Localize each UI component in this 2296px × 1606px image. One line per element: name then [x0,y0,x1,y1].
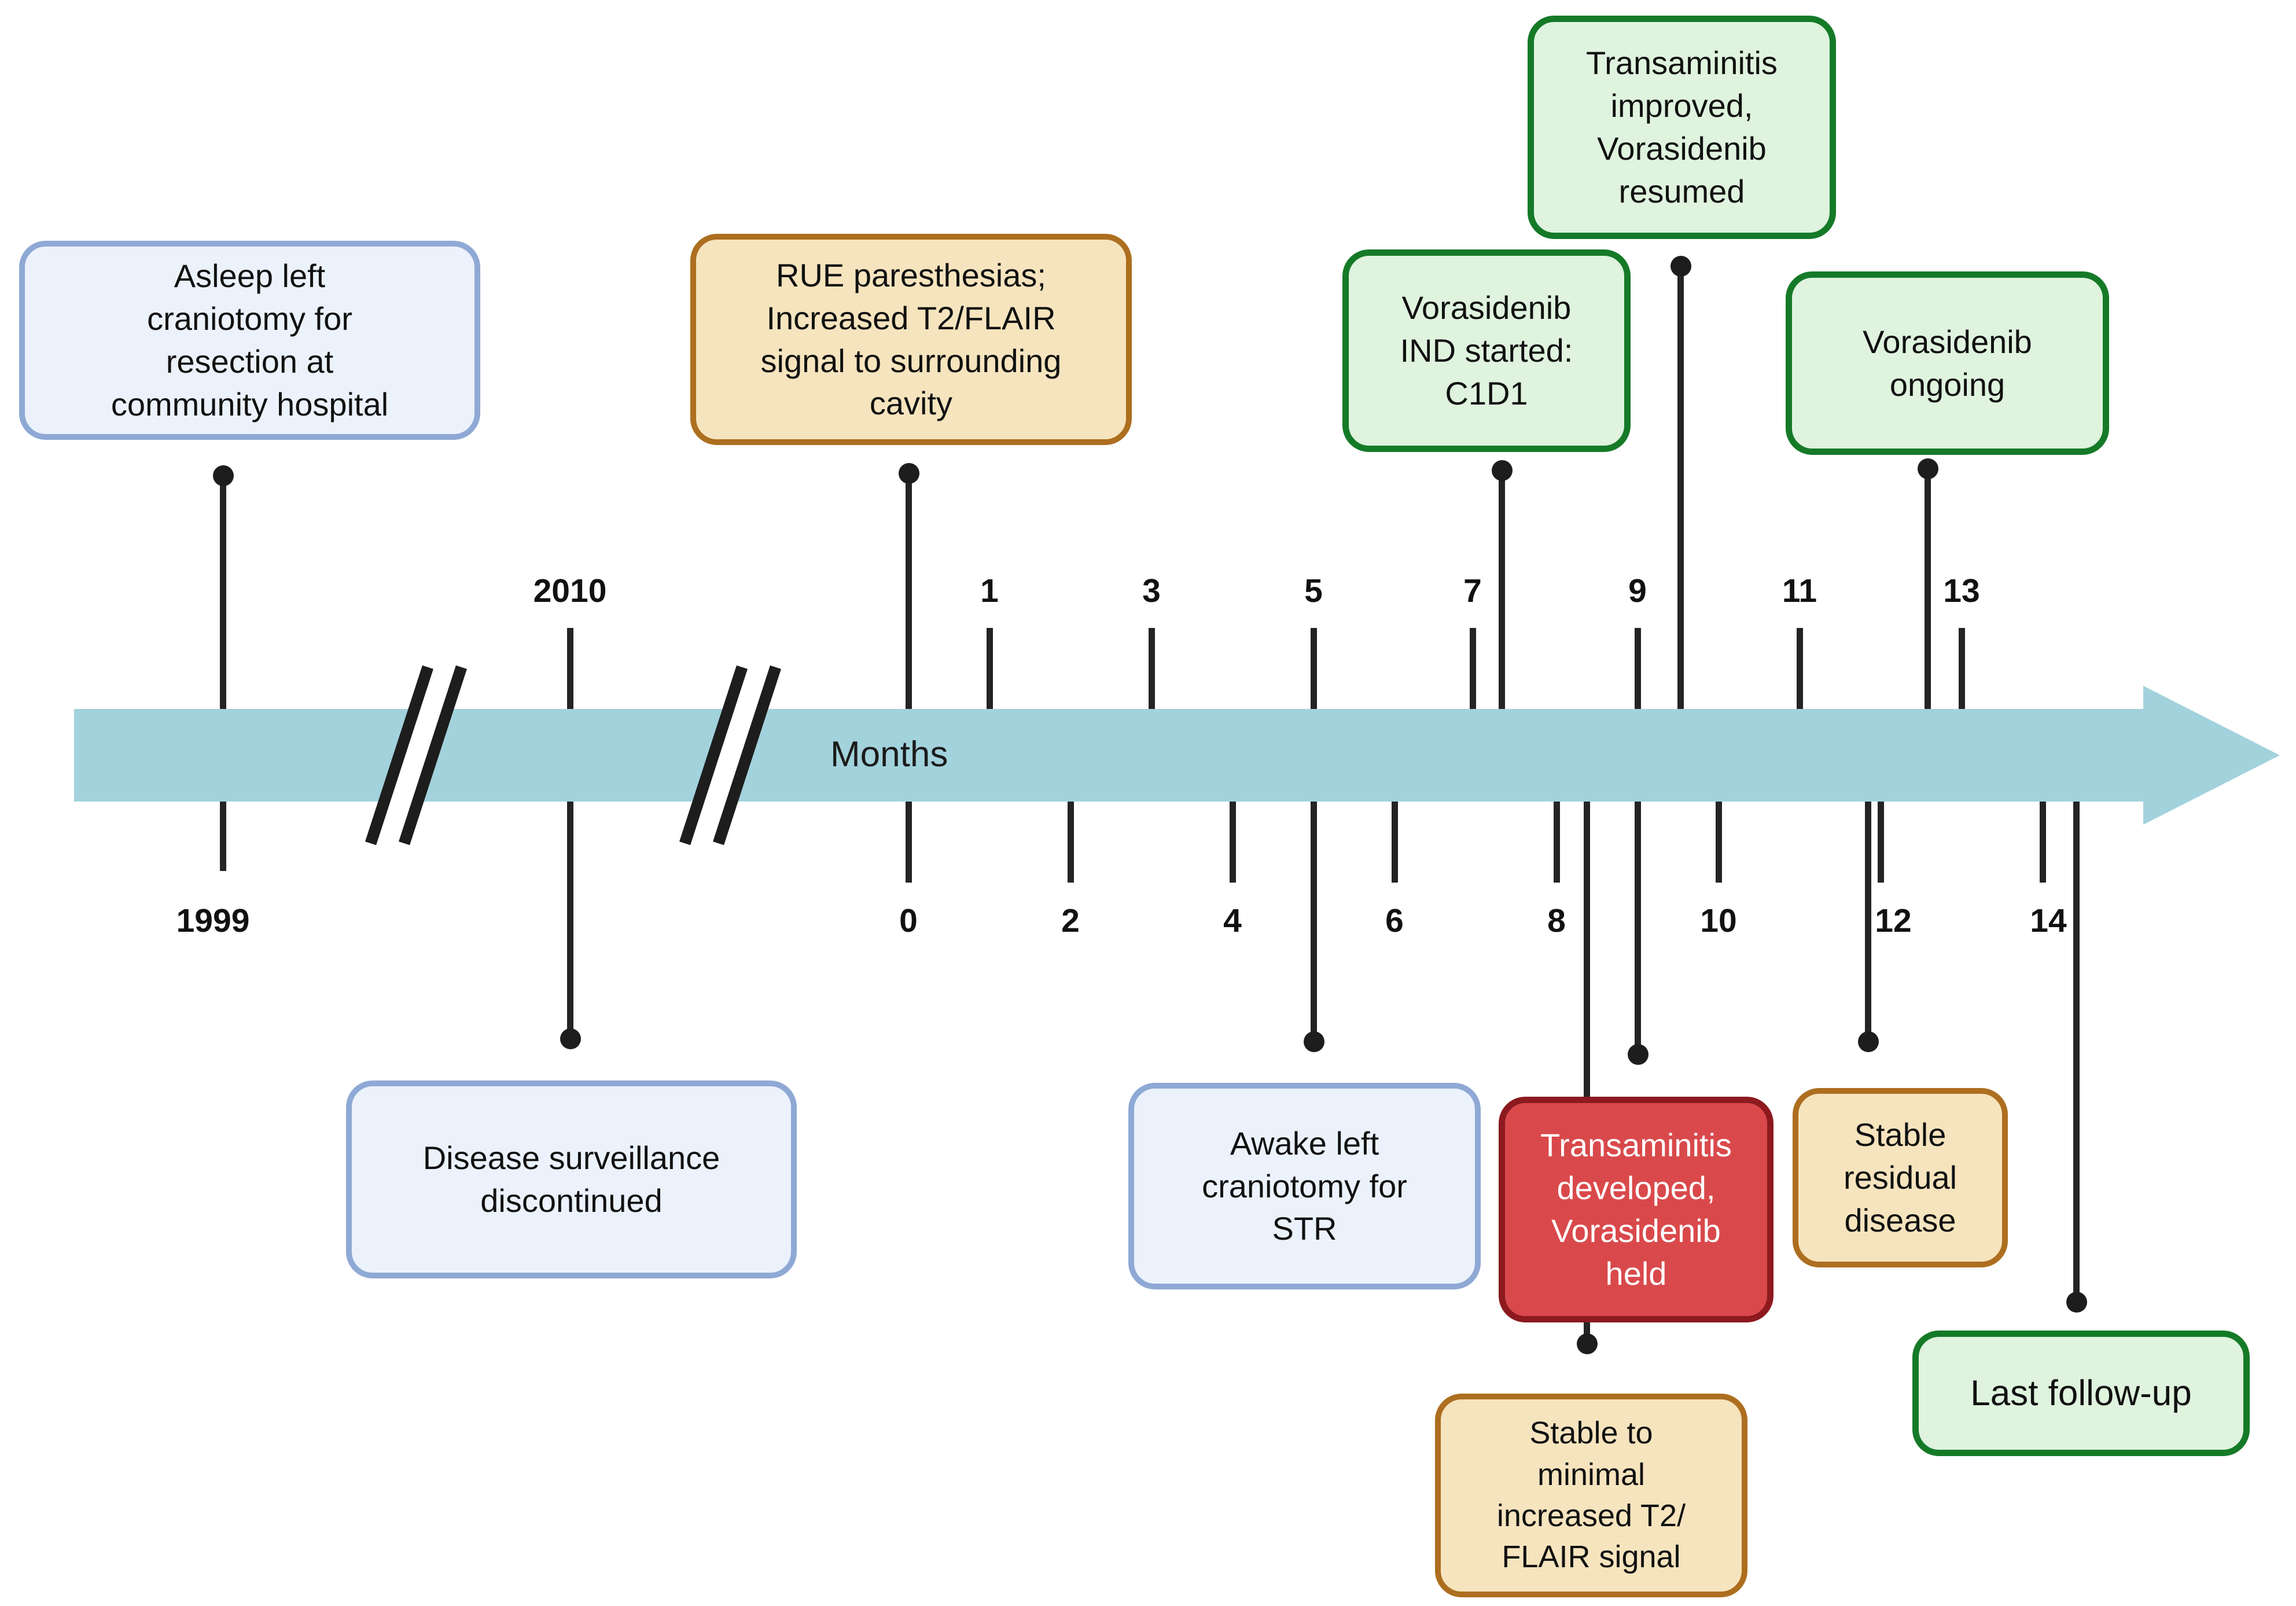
event-dot-rue-paresthesias [899,463,919,484]
tick-label-0: 0 [899,902,918,939]
event-line-vorasidenib-ind-started [1499,471,1505,709]
event-dot-surveillance-discontinued [560,1028,581,1049]
tick-month-2 [1068,802,1074,883]
event-box-awake-craniotomy: Awake left craniotomy for STR [1128,1083,1481,1289]
tick-label-1: 1 [980,572,999,609]
tick-label-10: 10 [1700,902,1737,939]
event-dot-transaminitis-improved [1671,256,1691,277]
event-box-transaminitis-improved: Transaminitis improved, Vorasidenib resu… [1528,16,1836,239]
tick-month-4 [1230,802,1236,883]
event-box-vorasidenib-ongoing: Vorasidenib ongoing [1786,271,2109,455]
tick-month-11 [1797,628,1803,709]
tick-month-3 [1149,628,1155,709]
tick-label-13: 13 [1943,572,1980,609]
event-box-stable-residual-disease: Stable residual disease [1793,1088,2008,1267]
event-box-asleep-craniotomy: Asleep left craniotomy for resection at … [19,241,480,440]
timeline-arrowhead-icon [2143,686,2280,825]
event-box-transaminitis-held: Transaminitis developed, Vorasidenib hel… [1499,1097,1773,1322]
tick-label-3: 3 [1142,572,1161,609]
tick-month-9 [1635,628,1641,709]
tick-1999 [220,802,226,871]
tick-label-1999: 1999 [176,902,250,939]
tick-label-6: 6 [1385,902,1404,939]
event-dot-last-follow-up [2066,1292,2087,1313]
event-dot-vorasidenib-ongoing [1918,458,1938,479]
tick-label-4: 4 [1223,902,1242,939]
tick-label-7: 7 [1463,572,1482,609]
tick-month-8 [1554,802,1560,883]
tick-label-2: 2 [1061,902,1080,939]
tick-label-8: 8 [1547,902,1566,939]
tick-month-6 [1392,802,1398,883]
event-line-stable-minimal-t2-flair [1584,802,1590,1344]
tick-label-14: 14 [2030,902,2067,939]
tick-month-12 [1878,802,1884,883]
event-line-rue-paresthesias [906,473,912,709]
event-dot-vorasidenib-ind-started [1492,460,1513,481]
event-line-awake-craniotomy [1311,802,1317,1042]
tick-month-14 [2040,802,2046,883]
event-dot-asleep-craniotomy [213,465,234,486]
event-dot-stable-residual-disease [1858,1031,1879,1052]
event-line-asleep-craniotomy [220,476,226,709]
tick-month-0 [906,802,912,883]
event-box-vorasidenib-ind-started: Vorasidenib IND started: C1D1 [1342,249,1631,452]
tick-label-12: 12 [1875,902,1912,939]
event-dot-awake-craniotomy [1304,1031,1324,1052]
tick-label-9: 9 [1628,572,1647,609]
tick-month-5 [1311,628,1317,709]
event-line-stable-residual-disease [1865,802,1871,1042]
event-line-vorasidenib-ongoing [1925,469,1931,709]
event-dot-transaminitis-held [1628,1044,1649,1065]
event-line-surveillance-discontinued [567,802,573,1039]
event-box-surveillance-discontinued: Disease surveillance discontinued [346,1081,797,1278]
axis-label: Months [830,734,948,774]
event-line-last-follow-up [2073,802,2080,1302]
tick-2010 [567,628,573,709]
event-dot-stable-minimal-t2-flair [1577,1333,1598,1354]
tick-month-10 [1716,802,1722,883]
tick-label-11: 11 [1782,572,1817,609]
event-box-rue-paresthesias: RUE paresthesias; Increased T2/FLAIR sig… [690,234,1132,445]
event-box-last-follow-up: Last follow-up [1912,1331,2250,1456]
event-line-transaminitis-improved [1677,266,1684,709]
tick-label-2010: 2010 [533,572,607,609]
event-box-stable-minimal-t2-flair: Stable to minimal increased T2/ FLAIR si… [1435,1394,1747,1597]
tick-label-5: 5 [1304,572,1323,609]
event-line-transaminitis-held [1635,802,1641,1054]
tick-month-13 [1959,628,1965,709]
tick-month-7 [1470,628,1476,709]
tick-month-1 [987,628,993,709]
